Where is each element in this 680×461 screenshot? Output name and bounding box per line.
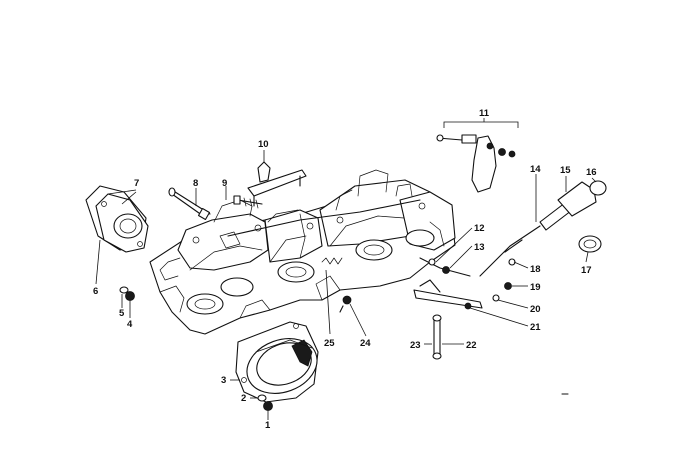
flange-gasket-part-6-7 (85, 185, 149, 253)
callout-5: 5 (119, 308, 125, 319)
callout-13: 13 (474, 242, 485, 253)
stud-part-24 (339, 295, 352, 313)
callout-23: 23 (410, 340, 421, 351)
nut-washer-part-1-2 (257, 394, 273, 411)
small-parts-12-13 (428, 258, 450, 274)
callout-4: 4 (127, 319, 133, 330)
lower-linkage-parts-19-23 (413, 279, 512, 360)
leader-lines (95, 118, 597, 420)
throttle-lever-part-11 (436, 134, 516, 193)
air-horn-part-3 (235, 321, 319, 403)
callout-11: 11 (479, 108, 490, 119)
linkage-bracket-part-10 (247, 161, 307, 207)
callout-18: 18 (530, 264, 541, 275)
spring-part-25 (321, 257, 343, 265)
callout-21: 21 (530, 322, 541, 333)
callout-19: 19 (530, 282, 541, 293)
callout-2: 2 (241, 393, 246, 404)
callout-14: 14 (530, 164, 541, 175)
callout-15: 15 (560, 165, 571, 176)
manifold-assembly (149, 169, 471, 335)
callout-24: 24 (360, 338, 371, 349)
callout-12: 12 (474, 223, 485, 234)
choke-cable-assembly (479, 180, 607, 277)
callout-3: 3 (221, 375, 226, 386)
callout-17: 17 (581, 265, 592, 276)
callout-25: 25 (324, 338, 335, 349)
callout-6: 6 (93, 286, 98, 297)
callout-labels: 1 2 3 4 5 6 7 8 9 10 11 12 13 14 15 16 1… (93, 108, 597, 431)
callout-1: 1 (265, 420, 271, 431)
callout-22: 22 (466, 340, 477, 351)
callout-8: 8 (193, 178, 198, 189)
callout-10: 10 (258, 139, 269, 150)
callout-16: 16 (586, 167, 597, 178)
nut-washer-part-4-5 (119, 286, 135, 301)
callout-7: 7 (134, 178, 139, 189)
stud-bolts-part-8-9 (168, 187, 263, 221)
callout-9: 9 (222, 178, 227, 189)
callout-20: 20 (530, 304, 541, 315)
